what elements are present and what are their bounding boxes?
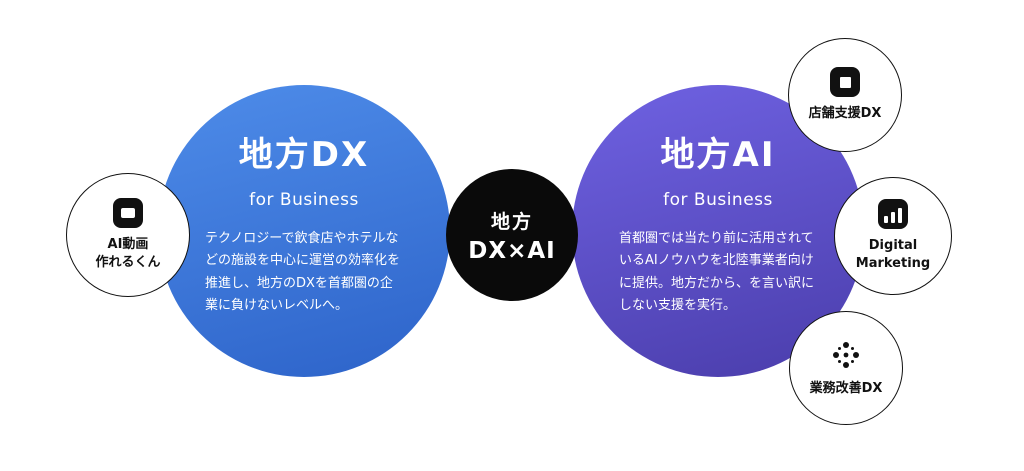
satellite-digital-marketing-label: Digital Marketing (855, 238, 931, 271)
center-circle-line1: 地方 (490, 210, 533, 233)
center-dx-ai-circle: 地方 DX×AI (446, 169, 578, 301)
satellite-store-support-dx: 店舗支援DX (788, 38, 902, 152)
bar-chart-icon (878, 199, 908, 230)
video-icon (113, 198, 143, 229)
satellite-ai-video: AI動画 作れるくん (66, 173, 190, 297)
local-dx-circle: 地方DX for Business テクノロジーで飲食店やホテルなどの施設を中心… (158, 85, 450, 377)
satellite-store-support-dx-label: 店舗支援DX (808, 106, 882, 122)
local-dx-subtitle: for Business (249, 190, 359, 211)
center-circle-line2: DX×AI (468, 237, 556, 264)
satellite-ai-video-label: AI動画 作れるくん (95, 237, 161, 270)
local-dx-title: 地方DX (238, 135, 370, 175)
local-ai-description: 首都圏では当たり前に活用されているAIノウハウを北陸事業者向けに提供。地方だから… (619, 231, 815, 313)
satellite-digital-marketing: Digital Marketing (834, 177, 952, 295)
dots-icon (833, 342, 859, 369)
local-dx-description: テクノロジーで飲食店やホテルなどの施設を中心に運営の効率化を推進し、地方のDXを… (205, 231, 401, 313)
local-ai-subtitle: for Business (663, 190, 773, 211)
satellite-operation-improvement-dx: 業務改善DX (789, 311, 903, 425)
local-ai-title: 地方AI (660, 135, 776, 175)
satellite-operation-improvement-dx-label: 業務改善DX (809, 381, 883, 397)
store-icon (830, 67, 860, 98)
